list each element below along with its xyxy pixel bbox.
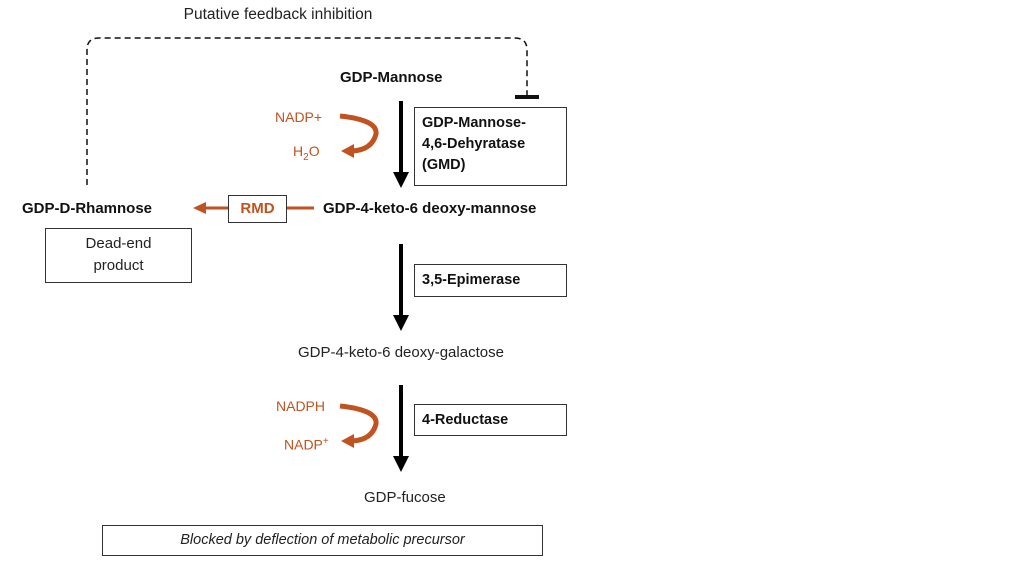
- arrow-gmd-step: [393, 101, 409, 188]
- water-h: H: [293, 143, 304, 159]
- cofactor-nadp-in: NADP+: [275, 109, 323, 125]
- cofactor-water-out: H2O: [293, 143, 320, 163]
- gmd-label-line3: (GMD): [422, 157, 466, 173]
- enzyme-box-gmd: GDP-Mannose- 4,6-Dehyratase (GMD): [414, 107, 567, 186]
- dead-end-product-box: Dead-end product: [45, 228, 192, 283]
- water-subscript: 2: [303, 151, 309, 163]
- metabolite-gdp-mannose: GDP-Mannose: [340, 69, 443, 86]
- blocked-note-box: Blocked by deflection of metabolic precu…: [102, 525, 543, 556]
- enzyme-box-rmd: RMD: [228, 195, 287, 223]
- rmd-arrowhead: [193, 202, 206, 214]
- cofactor-curve-3: [339, 403, 379, 444]
- nadp-base: NADP: [284, 436, 323, 453]
- gmd-label-line1: GDP-Mannose-: [422, 115, 526, 131]
- cofactor-nadp-out: NADP+: [284, 436, 329, 453]
- nadp-superscript: +: [322, 436, 329, 447]
- metabolite-gdp-keto-galactose: GDP-4-keto-6 deoxy-galactose: [298, 344, 504, 361]
- dead-end-line1: Dead-end: [85, 235, 152, 252]
- metabolite-gdp-keto-mannose: GDP-4-keto-6 deoxy-mannose: [323, 200, 537, 217]
- metabolite-gdp-d-rhamnose: GDP-D-Rhamnose: [22, 200, 153, 217]
- enzyme-box-epimerase: 3,5-Epimerase: [414, 264, 567, 297]
- metabolite-gdp-fucose: GDP-fucose: [364, 489, 446, 506]
- feedback-dashed-line: [86, 37, 528, 185]
- inhibition-bar: [515, 95, 539, 99]
- water-o: O: [308, 143, 320, 159]
- arrow-epimerase-step: [393, 244, 409, 331]
- cofactor-nadph-in: NADPH: [276, 398, 326, 414]
- arrow-reductase-step: [393, 385, 409, 472]
- dead-end-line2: product: [93, 257, 144, 274]
- gmd-label-line2: 4,6-Dehyratase: [422, 136, 526, 152]
- feedback-label: Putative feedback inhibition: [183, 6, 373, 23]
- enzyme-box-reductase: 4-Reductase: [414, 404, 567, 436]
- cofactor-curve-1: [339, 113, 379, 154]
